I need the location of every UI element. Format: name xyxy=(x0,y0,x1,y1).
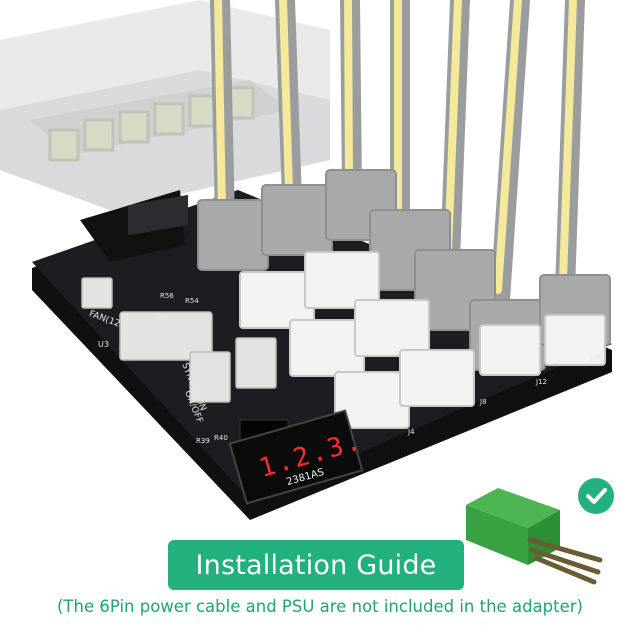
r40-label: R40 xyxy=(214,434,228,442)
r54-label: R54 xyxy=(185,297,199,305)
d4-label: D4 xyxy=(158,313,170,322)
u3-label: U3 xyxy=(98,340,109,349)
green-terminal-block xyxy=(466,488,603,585)
pin-headers xyxy=(81,277,277,403)
white-sockets xyxy=(239,251,606,429)
led-display xyxy=(228,409,364,505)
j12-label: J12 xyxy=(536,378,547,386)
check-circle-icon xyxy=(578,478,614,514)
j8-label: J8 xyxy=(480,398,487,406)
psu-unit xyxy=(0,0,330,210)
j4-label: J4 xyxy=(408,428,415,436)
not-included-note: (The 6Pin power cable and PSU are not in… xyxy=(57,597,583,616)
r39-label: R39 xyxy=(196,437,210,445)
power-cables xyxy=(210,0,585,310)
installation-guide-title: Installation Guide xyxy=(195,549,437,581)
installation-guide-banner: Installation Guide xyxy=(168,540,464,590)
r56-label: R56 xyxy=(160,292,174,300)
j16-label: J16 xyxy=(590,354,601,362)
